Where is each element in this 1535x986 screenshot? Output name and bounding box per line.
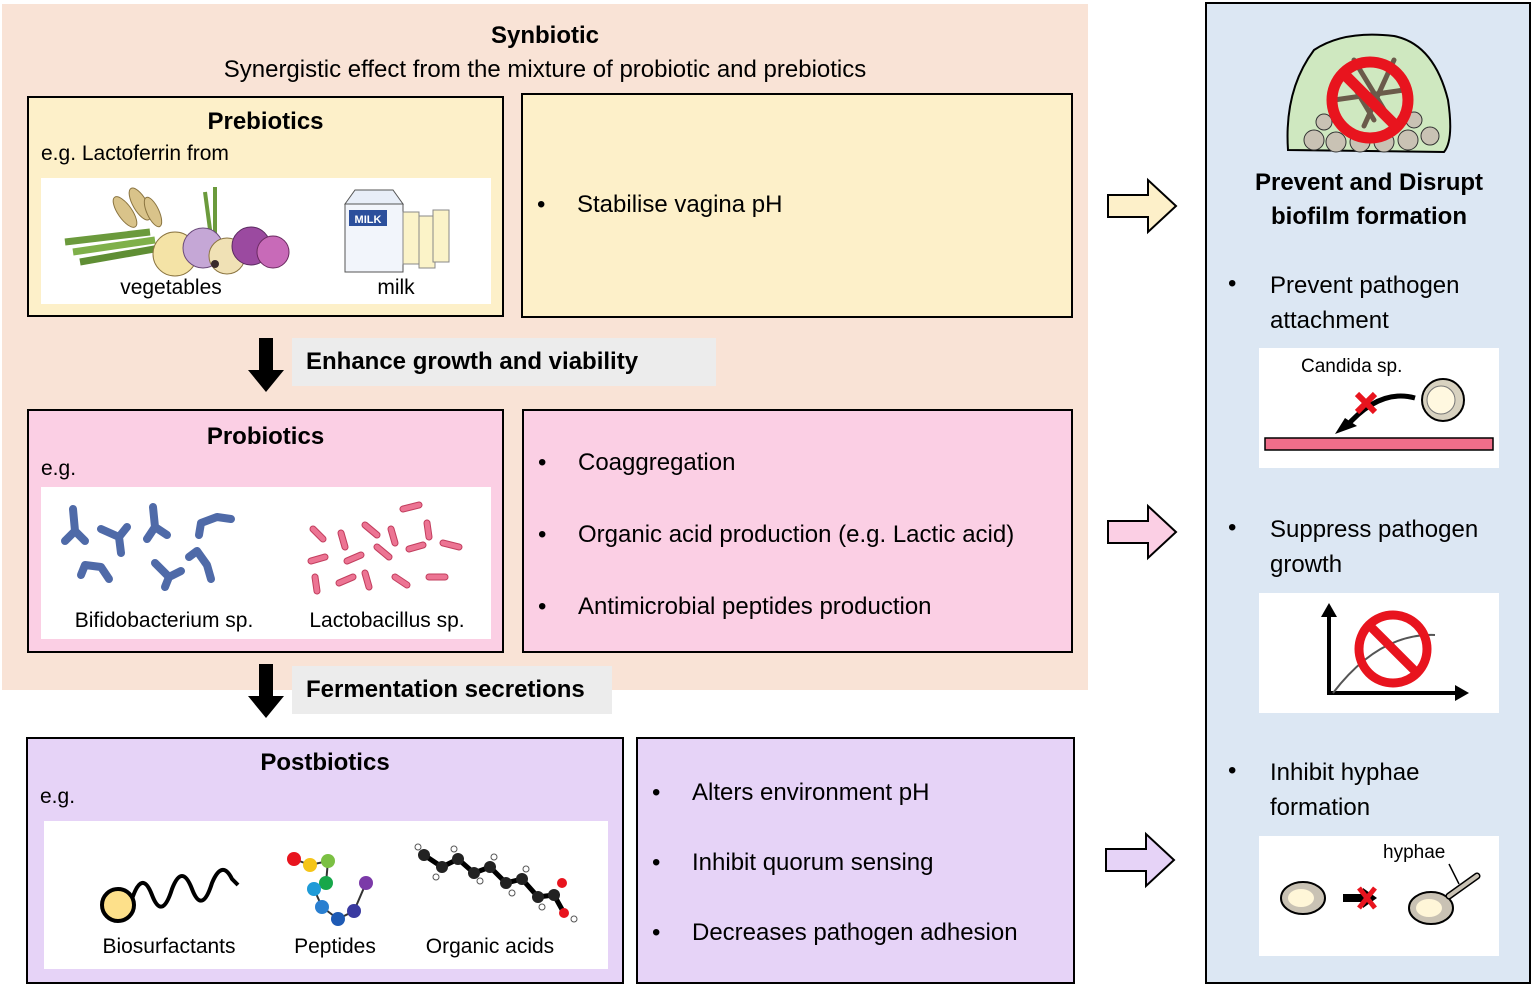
peptides-caption: Peptides: [294, 935, 376, 958]
postbiotics-effect: Alters environment pH: [638, 779, 1018, 807]
outcomes-title: Prevent and Disrupt biofilm formation: [1210, 166, 1528, 234]
down-arrow-icon: [248, 664, 284, 718]
probiotics-image-panel: Bifidobacterium sp. Lactobacillus sp.: [41, 487, 491, 639]
outcome-line: Inhibit hyphae: [1270, 759, 1420, 786]
hyphae-cell-icon: [1280, 863, 1481, 925]
probiotics-effects-list: Coaggregation Organic acid production (e…: [524, 449, 1014, 621]
outcomes-title-line2: biofilm formation: [1271, 203, 1467, 230]
postbiotics-title: Postbiotics: [260, 749, 390, 776]
candida-label: Candida sp.: [1301, 356, 1403, 377]
outcome-item: Suppress pathogen growth: [1270, 512, 1520, 582]
candida-cell-icon: [1264, 378, 1494, 451]
bullet: •: [1228, 757, 1237, 784]
synbiotic-subtitle: Synergistic effect from the mixture of p…: [223, 56, 867, 83]
synbiotic-title: Synbiotic: [490, 22, 599, 49]
hyphae-figure: hyphae: [1259, 836, 1499, 956]
probiotics-effect: Antimicrobial peptides production: [524, 593, 1014, 621]
prebiotics-effects-box: Stabilise vagina pH: [521, 93, 1073, 318]
bifidobacterium-icon: [61, 503, 235, 591]
outcome-line: attachment: [1270, 307, 1389, 334]
milk-caption: milk: [377, 276, 415, 299]
bifidobacterium-caption: Bifidobacterium sp.: [74, 609, 254, 632]
prebiotics-effects-list: Stabilise vagina pH: [523, 191, 782, 219]
prebiotics-effect: Stabilise vagina pH: [523, 191, 782, 219]
lactobacillus-icon: [307, 501, 463, 595]
postbiotics-effect: Decreases pathogen adhesion: [638, 919, 1018, 947]
organic-acid-molecule-icon: [414, 843, 578, 923]
probiotics-effect: Organic acid production (e.g. Lactic aci…: [524, 521, 1014, 549]
postbiotics-image-panel: Biosurfactants Peptides Organic acids: [44, 821, 608, 969]
outcome-line: Prevent pathogen: [1270, 272, 1460, 299]
probiotics-title: Probiotics: [206, 423, 325, 450]
right-arrow-icon: [1107, 503, 1178, 561]
prebiotics-image-panel: vegetables MILK milk: [41, 178, 491, 304]
outcome-line: Suppress pathogen: [1270, 516, 1479, 543]
growth-curve-icon: [1321, 603, 1469, 701]
outcome-line: formation: [1270, 794, 1371, 821]
growth-arrow-label: Enhance growth and viability: [292, 338, 716, 386]
probiotics-box: Probiotics e.g.: [27, 409, 504, 653]
outcome-item: Prevent pathogen attachment: [1270, 268, 1520, 338]
growth-figure: [1259, 593, 1499, 713]
vegetables-caption: vegetables: [120, 276, 222, 299]
right-arrow-icon: [1105, 831, 1176, 889]
postbiotics-effects-box: Alters environment pH Inhibit quorum sen…: [636, 737, 1075, 984]
postbiotics-effects-list: Alters environment pH Inhibit quorum sen…: [638, 779, 1018, 947]
bullet: •: [1228, 514, 1237, 541]
biofilm-prohibited-icon: [1286, 33, 1452, 154]
lactobacillus-caption: Lactobacillus sp.: [309, 609, 465, 632]
peptide-icon: [287, 852, 373, 926]
outcomes-title-line1: Prevent and Disrupt: [1254, 169, 1484, 196]
down-arrow-icon: [248, 338, 284, 392]
hyphae-label: hyphae: [1383, 842, 1446, 863]
postbiotics-box: Postbiotics e.g.: [26, 737, 624, 984]
probiotics-eg: e.g.: [41, 457, 77, 480]
probiotics-effects-box: Coaggregation Organic acid production (e…: [522, 409, 1073, 653]
prebiotics-title: Prebiotics: [207, 108, 324, 135]
vegetables-icon: [64, 187, 290, 277]
organic-acids-caption: Organic acids: [425, 935, 555, 958]
milk-icon: MILK: [344, 189, 450, 273]
biosurfactants-caption: Biosurfactants: [102, 935, 236, 958]
attachment-figure: Candida sp.: [1259, 348, 1499, 468]
fermentation-arrow-label: Fermentation secretions: [292, 666, 612, 714]
prebiotics-eg: e.g. Lactoferrin from: [41, 142, 229, 165]
milk-carton-label: MILK: [355, 214, 382, 226]
probiotics-effect: Coaggregation: [524, 449, 1014, 477]
outcomes-panel: [1205, 2, 1531, 984]
outcome-item: Inhibit hyphae formation: [1270, 755, 1520, 825]
prebiotics-box: Prebiotics e.g. Lactoferrin from vegetab…: [27, 96, 504, 317]
prohibited-icon: [1354, 610, 1432, 688]
biosurfactant-icon: [100, 868, 240, 923]
postbiotics-eg: e.g.: [40, 785, 76, 808]
bullet: •: [1228, 270, 1237, 297]
right-arrow-icon: [1107, 177, 1178, 235]
postbiotics-effect: Inhibit quorum sensing: [638, 849, 1018, 877]
outcome-line: growth: [1270, 551, 1343, 578]
